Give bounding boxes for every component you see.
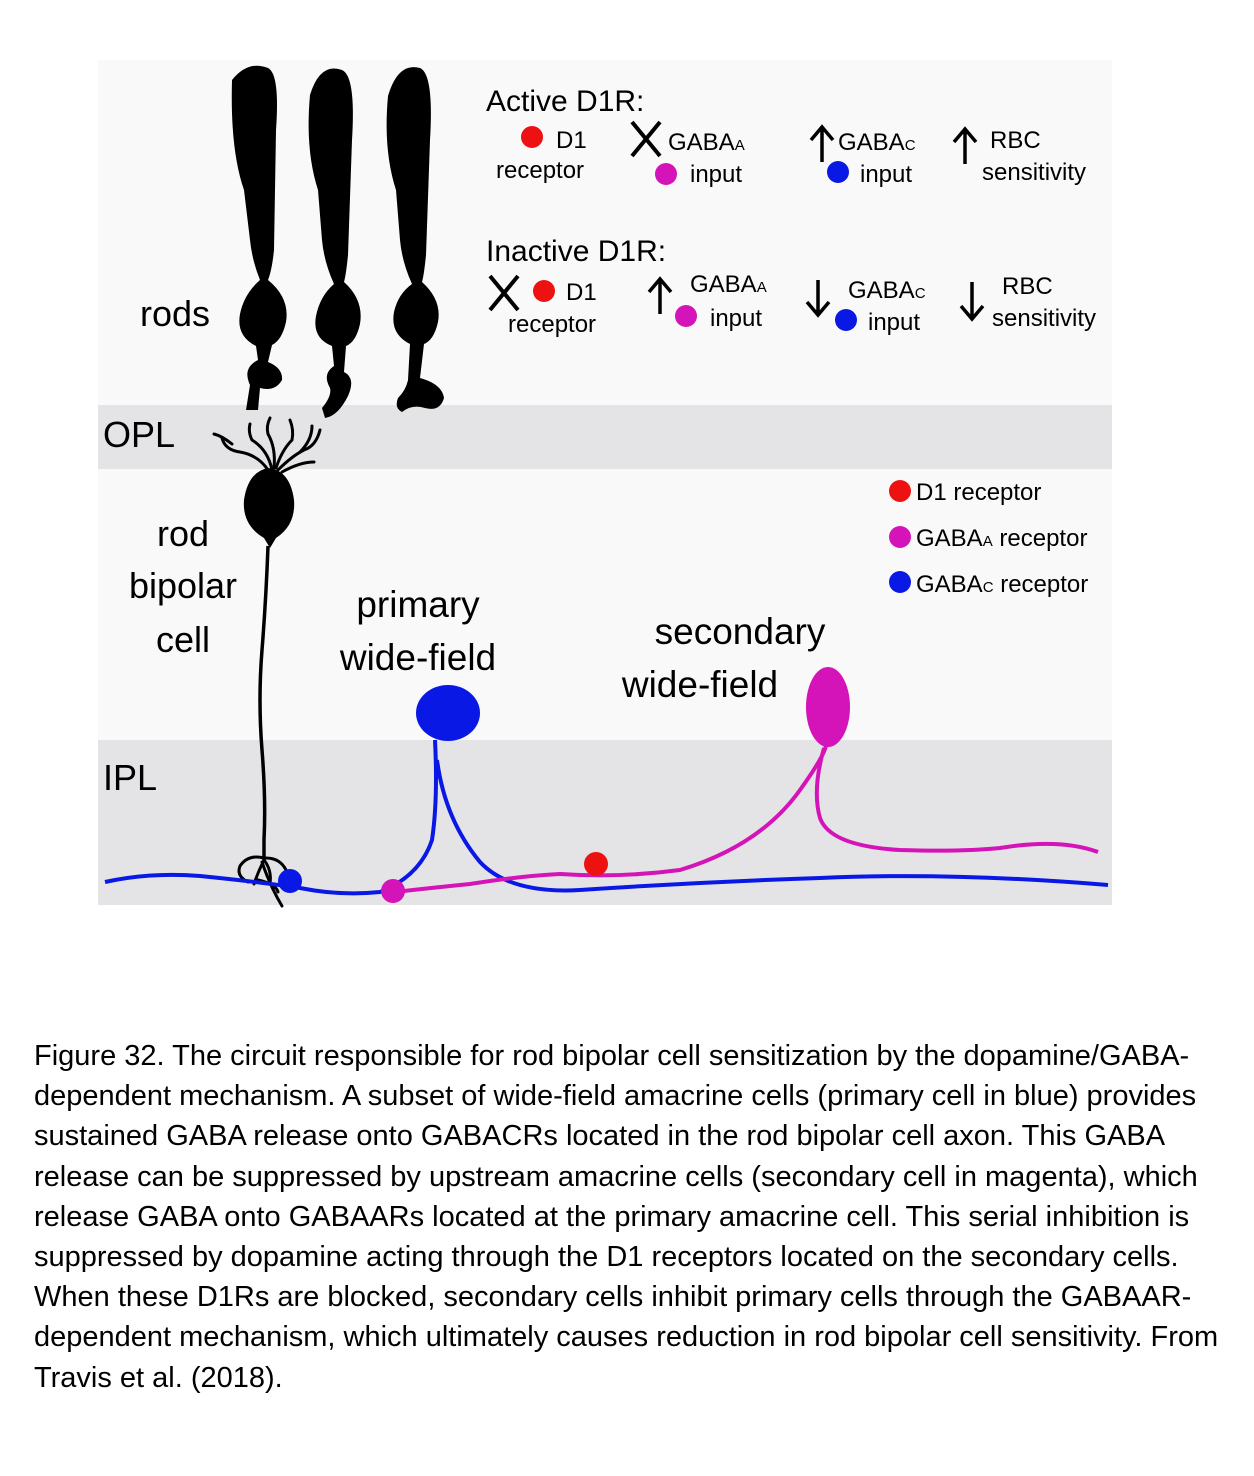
secondary-label-line2: wide-field xyxy=(621,664,778,705)
gabaa-receptor-dot xyxy=(675,305,697,327)
retina-circuit-diagram: OPL IPL xyxy=(98,65,1112,908)
d1-receptor-dot xyxy=(521,126,543,148)
d1-legend-dot xyxy=(889,480,911,502)
gabac-receptor-dot xyxy=(278,869,302,893)
active-gabac-input: input xyxy=(860,161,912,188)
rod-cell xyxy=(231,65,287,410)
gabaa-legend-dot xyxy=(889,526,911,548)
opl-label: OPL xyxy=(103,414,175,455)
up-arrow-icon xyxy=(809,124,835,162)
down-arrow-icon xyxy=(805,280,831,318)
d1-receptor-dot xyxy=(533,280,555,302)
x-mark-icon xyxy=(630,120,662,158)
primary-amacrine-soma xyxy=(416,685,480,741)
up-arrow-icon xyxy=(952,126,978,164)
rod-cell xyxy=(386,67,444,412)
secondary-amacrine-process xyxy=(394,744,1099,894)
rod-cell xyxy=(308,68,361,418)
legend-d1-label: D1 receptor xyxy=(916,479,1041,506)
active-gabaa-label: GABAA xyxy=(668,129,745,156)
inactive-gabac-label: GABAC xyxy=(848,277,926,304)
secondary-amacrine-soma xyxy=(806,667,850,747)
gabac-legend-dot xyxy=(889,571,911,593)
active-gabaa-input: input xyxy=(690,161,742,188)
active-title: Active D1R: xyxy=(486,85,644,118)
inactive-title: Inactive D1R: xyxy=(486,235,666,268)
rod-bipolar-label-line1: rod xyxy=(157,513,209,554)
inactive-gabac-input: input xyxy=(868,309,920,336)
x-mark-icon xyxy=(488,274,520,312)
ipl-label: IPL xyxy=(103,757,157,798)
inactive-gabaa-label: GABAA xyxy=(690,271,767,298)
primary-amacrine-axon xyxy=(104,739,1109,896)
gabaa-receptor-dot xyxy=(381,879,405,903)
active-gabac-label: GABAC xyxy=(838,129,916,156)
primary-label-line2: wide-field xyxy=(339,637,496,678)
gabac-receptor-dot xyxy=(827,161,849,183)
rod-bipolar-label-line2: bipolar xyxy=(129,565,237,606)
inactive-d1-line1: D1 xyxy=(566,279,597,306)
legend-gabaa-label: GABAA receptor xyxy=(916,525,1087,552)
active-rbc-line2: sensitivity xyxy=(982,159,1086,186)
gabac-receptor-dot xyxy=(835,309,857,331)
active-d1-line2: receptor xyxy=(496,157,584,184)
inactive-rbc-line1: RBC xyxy=(1002,273,1053,300)
inactive-gabaa-input: input xyxy=(710,305,762,332)
inactive-rbc-line2: sensitivity xyxy=(992,305,1096,332)
inactive-d1r-block: Inactive D1R: D1 receptor GABAA input GA… xyxy=(486,235,1096,338)
primary-label-line1: primary xyxy=(356,584,480,625)
receptor-legend: D1 receptor GABAA receptor GABAC recepto… xyxy=(889,479,1088,598)
gabaa-receptor-dot xyxy=(655,163,677,185)
rod-bipolar-label-line3: cell xyxy=(156,619,210,660)
inactive-d1-line2: receptor xyxy=(508,311,596,338)
rods-label: rods xyxy=(140,293,210,334)
legend-gabac-label: GABAC receptor xyxy=(916,571,1088,598)
rod-cells xyxy=(231,65,444,418)
secondary-label-line1: secondary xyxy=(655,611,826,652)
active-rbc-line1: RBC xyxy=(990,127,1041,154)
figure-caption: Figure 32. The circuit responsible for r… xyxy=(34,1040,1219,1394)
d1-receptor-dot xyxy=(584,852,608,876)
down-arrow-icon xyxy=(959,282,985,322)
active-d1-line1: D1 xyxy=(556,127,587,154)
active-d1r-block: Active D1R: D1 receptor GABAA input GABA… xyxy=(486,85,1086,188)
up-arrow-icon xyxy=(647,276,673,314)
